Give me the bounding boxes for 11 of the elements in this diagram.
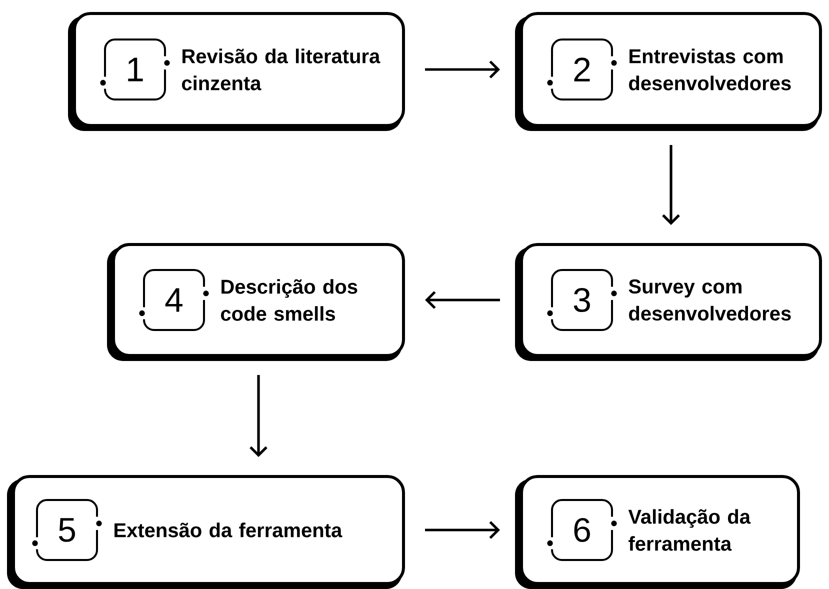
arrow	[250, 375, 268, 457]
step-box: 1 Revisão da literatura cinzenta	[68, 12, 405, 131]
arrow	[425, 60, 500, 78]
step-box: 3 Survey com desenvolvedores	[515, 243, 822, 361]
step-box: 6 Validação da ferramenta	[515, 475, 800, 589]
step-box: 2 Entrevistas com desenvolvedores	[515, 12, 822, 131]
step-box: 4 Descrição dos code smells	[107, 243, 405, 361]
arrow	[425, 521, 500, 539]
step-box: 5 Extensão da ferramenta	[7, 475, 405, 589]
arrow	[662, 145, 680, 225]
arrow	[425, 291, 500, 309]
